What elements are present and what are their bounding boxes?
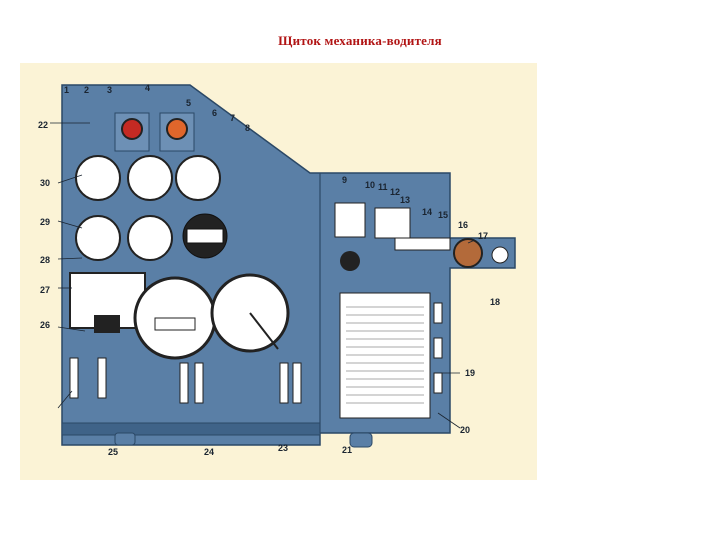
right-module xyxy=(374,207,411,239)
callout-17: 17 xyxy=(478,231,488,241)
callout-13: 13 xyxy=(400,195,410,205)
leader-lines xyxy=(50,122,476,429)
panel-drawing: 1 2 3 4 5 6 7 8 9 10 11 12 13 14 15 16 1… xyxy=(38,83,516,457)
callout-27: 27 xyxy=(40,285,50,295)
callout-9: 9 xyxy=(342,175,347,185)
callout-20: 20 xyxy=(460,425,470,435)
callout-22: 22 xyxy=(38,120,48,130)
callout-28: 28 xyxy=(40,255,50,265)
side-switches xyxy=(433,302,443,394)
orange-lamp xyxy=(166,118,188,140)
callout-25: 25 xyxy=(108,447,118,457)
callout-24: 24 xyxy=(204,447,214,457)
callout-26: 26 xyxy=(40,320,50,330)
gauge xyxy=(75,215,173,261)
black-knob xyxy=(340,251,360,271)
red-lamp xyxy=(121,118,143,140)
counter-window xyxy=(186,228,224,244)
callout-15: 15 xyxy=(438,210,448,220)
callout-14: 14 xyxy=(422,207,432,217)
gauge xyxy=(75,155,221,201)
tachometer-needle xyxy=(249,312,279,350)
callout-11: 11 xyxy=(378,182,388,192)
callout-30: 30 xyxy=(40,178,50,188)
callout-7: 7 xyxy=(230,113,235,123)
callout-18: 18 xyxy=(490,297,500,307)
instruction-lines xyxy=(346,306,424,404)
small-indicator xyxy=(491,246,509,264)
callout-29: 29 xyxy=(40,217,50,227)
callout-16: 16 xyxy=(458,220,468,230)
callout-23: 23 xyxy=(278,443,288,453)
bottom-rail xyxy=(61,422,321,436)
callout-10: 10 xyxy=(365,180,375,190)
driver-panel-diagram: 1 2 3 4 5 6 7 8 9 10 11 12 13 14 15 16 1… xyxy=(20,63,537,480)
callout-19: 19 xyxy=(465,368,475,378)
page-title: Щиток механика-водителя xyxy=(278,33,442,48)
callout-3: 3 xyxy=(107,85,112,95)
callout-5: 5 xyxy=(186,98,191,108)
mount-foot xyxy=(349,432,373,448)
ammeter-base xyxy=(94,315,120,333)
toggle-switches xyxy=(69,357,302,404)
right-label-strip xyxy=(394,237,451,251)
callout-21: 21 xyxy=(342,445,352,455)
odometer-window xyxy=(154,317,196,331)
callout-6: 6 xyxy=(212,108,217,118)
connector-socket xyxy=(453,238,483,268)
mount-foot xyxy=(114,432,136,446)
callout-1: 1 xyxy=(64,85,69,95)
instruction-plate xyxy=(339,292,431,419)
callout-12: 12 xyxy=(390,187,400,197)
callout-8: 8 xyxy=(245,123,250,133)
callout-4: 4 xyxy=(145,83,150,93)
callout-2: 2 xyxy=(84,85,89,95)
right-module xyxy=(334,202,366,238)
